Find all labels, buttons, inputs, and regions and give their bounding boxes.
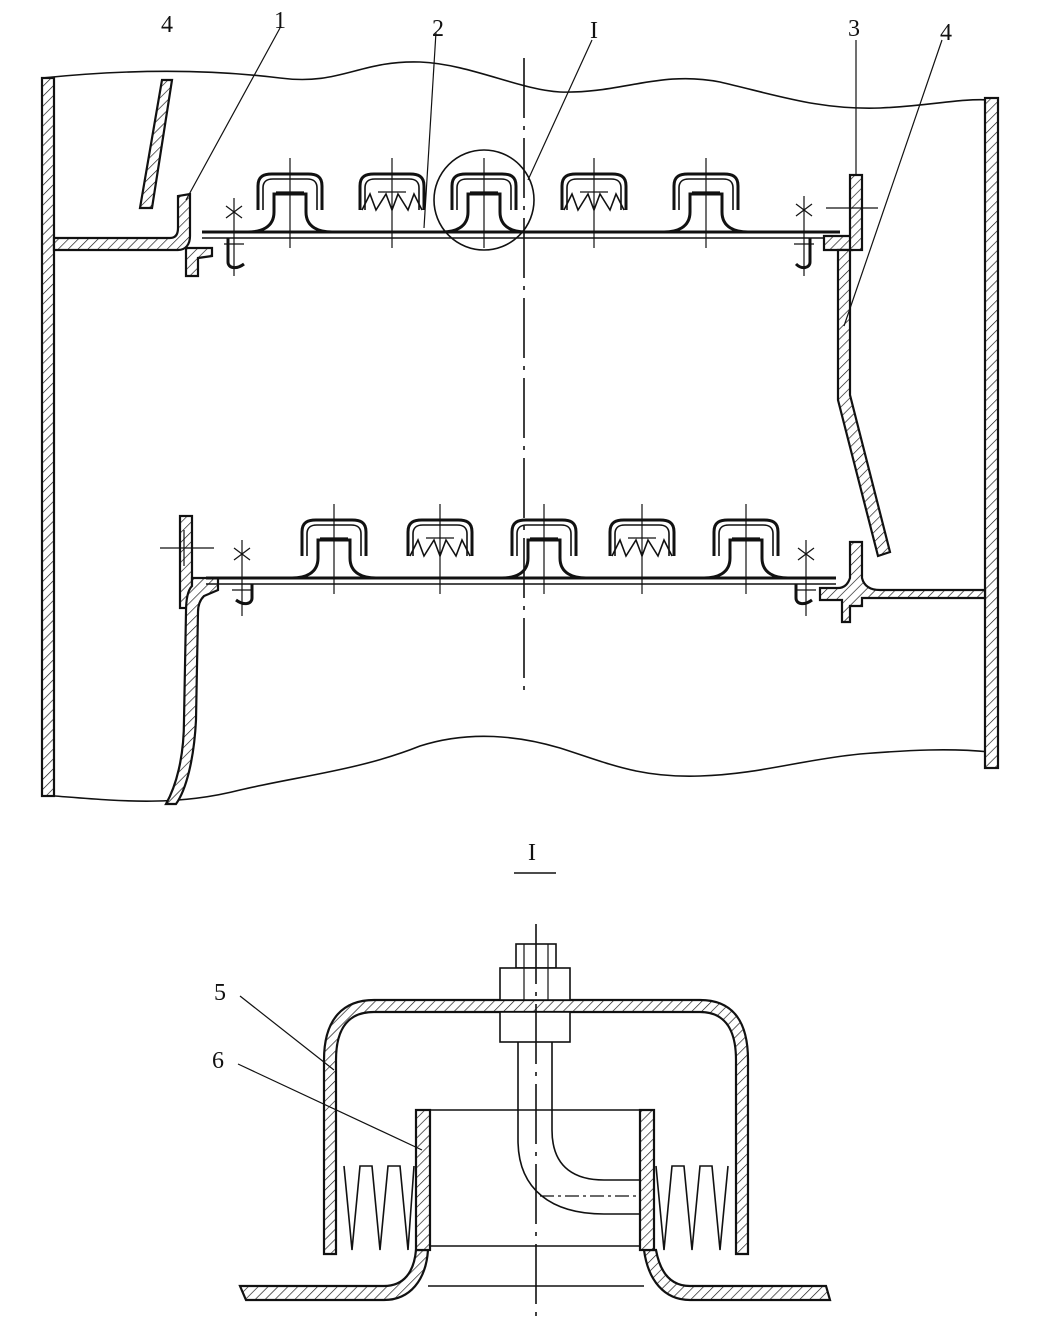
label-part-4-right: 4 (940, 20, 952, 46)
upper-left-flange (184, 246, 214, 278)
cap-slots-left (343, 1165, 415, 1251)
upper-bubble-cap-2 (358, 158, 426, 248)
shell-wall-left (40, 76, 56, 798)
bottom-break-line (41, 735, 991, 802)
detail-circle-I (433, 149, 535, 251)
detail-title: I (528, 840, 536, 866)
hook-bolt (499, 943, 640, 1215)
upper-bubble-cap-1 (247, 158, 333, 248)
upper-right-clamp (794, 196, 814, 276)
detail-view-I: I 5 6 (212, 840, 832, 1320)
lower-bubble-cap-4 (608, 504, 676, 594)
lower-bubble-cap-2 (406, 504, 474, 594)
upper-right-support-ring (822, 234, 854, 252)
riser-wall-left (414, 1108, 432, 1252)
lower-bubble-cap-1 (291, 504, 377, 594)
lower-left-clamp (232, 540, 254, 616)
upper-bubble-caps (247, 158, 749, 248)
upper-bubble-cap-3 (441, 158, 527, 248)
column-section-view (40, 58, 1000, 806)
detail-tray-plate (238, 1248, 430, 1302)
shell-wall-right (983, 96, 1000, 770)
lower-right-support-ring (818, 540, 987, 624)
lower-bubble-cap-3 (501, 504, 587, 594)
label-part-2: 2 (432, 16, 444, 42)
upper-bubble-cap-5 (663, 158, 749, 248)
label-part-5: 5 (214, 980, 226, 1006)
riser-wall-right (638, 1108, 656, 1252)
upper-left-support-ring (52, 192, 192, 252)
lower-bubble-caps (291, 504, 789, 594)
lower-bubble-cap-5 (703, 504, 789, 594)
upper-right-bar (848, 173, 864, 252)
label-part-6: 6 (212, 1048, 224, 1074)
label-part-3: 3 (848, 16, 860, 42)
label-detail-ref: I (590, 18, 598, 44)
label-part-4-left: 4 (161, 12, 173, 38)
downcomer-baffle-upper-left (138, 78, 174, 210)
label-part-1: 1 (274, 8, 286, 34)
cap-slots-right (655, 1165, 729, 1251)
lower-right-clamp (794, 540, 816, 616)
bubble-cap-shell (322, 998, 750, 1256)
downcomer-wall-right (836, 248, 892, 558)
upper-left-clamp (224, 198, 245, 276)
top-break-line (41, 61, 991, 109)
leader-lines (185, 27, 943, 327)
lower-left-support-ring (164, 576, 220, 806)
upper-bubble-cap-4 (560, 158, 628, 248)
